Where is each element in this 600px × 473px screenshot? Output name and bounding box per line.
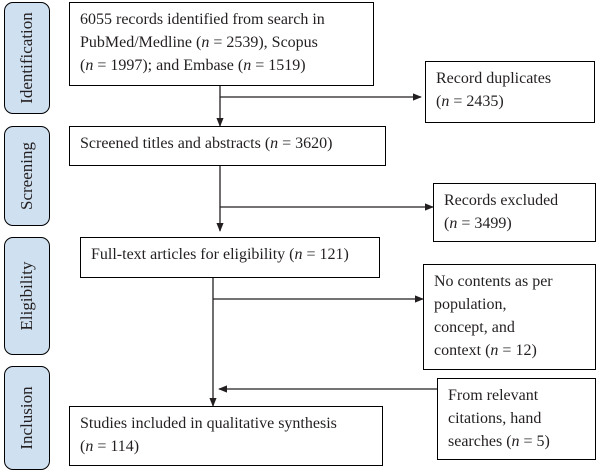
records-excluded-box: Records excluded (n = 3499): [433, 183, 596, 242]
box-line: (n = 114): [80, 438, 140, 455]
box-line: Studies included in qualitative synthesi…: [80, 415, 337, 432]
box-line: (n = 3499): [444, 215, 512, 232]
stage-identification: Identification: [4, 2, 50, 114]
box-line: searches (n = 5): [448, 433, 550, 450]
box-line: No contents as per: [434, 273, 553, 290]
box-line: Records excluded: [444, 192, 559, 209]
box-line: (n = 2435): [436, 93, 504, 110]
stage-inclusion: Inclusion: [4, 366, 50, 470]
box-line: concept, and: [434, 319, 515, 336]
box-line: From relevant: [448, 387, 539, 404]
box-line: citations, hand: [448, 410, 542, 427]
records-identified-box: 6055 records identified from search in P…: [69, 2, 374, 86]
screened-box: Screened titles and abstracts (n = 3620): [69, 126, 386, 166]
citations-box: From relevant citations, hand searches (…: [437, 378, 596, 460]
studies-included-box: Studies included in qualitative synthesi…: [69, 406, 383, 466]
box-line: (n = 1997); and Embase (n = 1519): [80, 57, 306, 74]
full-text-box: Full-text articles for eligibility (n = …: [80, 237, 380, 278]
record-duplicates-box: Record duplicates (n = 2435): [425, 61, 595, 123]
box-line: Screened titles and abstracts (n = 3620): [80, 135, 333, 152]
box-line: population,: [434, 296, 507, 313]
box-line: PubMed/Medline (n = 2539), Scopus: [80, 34, 318, 51]
box-line: Full-text articles for eligibility (n = …: [91, 246, 349, 263]
stage-eligibility: Eligibility: [4, 237, 50, 355]
box-line: Record duplicates: [436, 70, 552, 87]
stage-screening: Screening: [4, 126, 50, 226]
box-line: context (n = 12): [434, 342, 537, 359]
no-contents-box: No contents as per population, concept, …: [423, 264, 596, 370]
box-line: 6055 records identified from search in: [80, 11, 325, 28]
